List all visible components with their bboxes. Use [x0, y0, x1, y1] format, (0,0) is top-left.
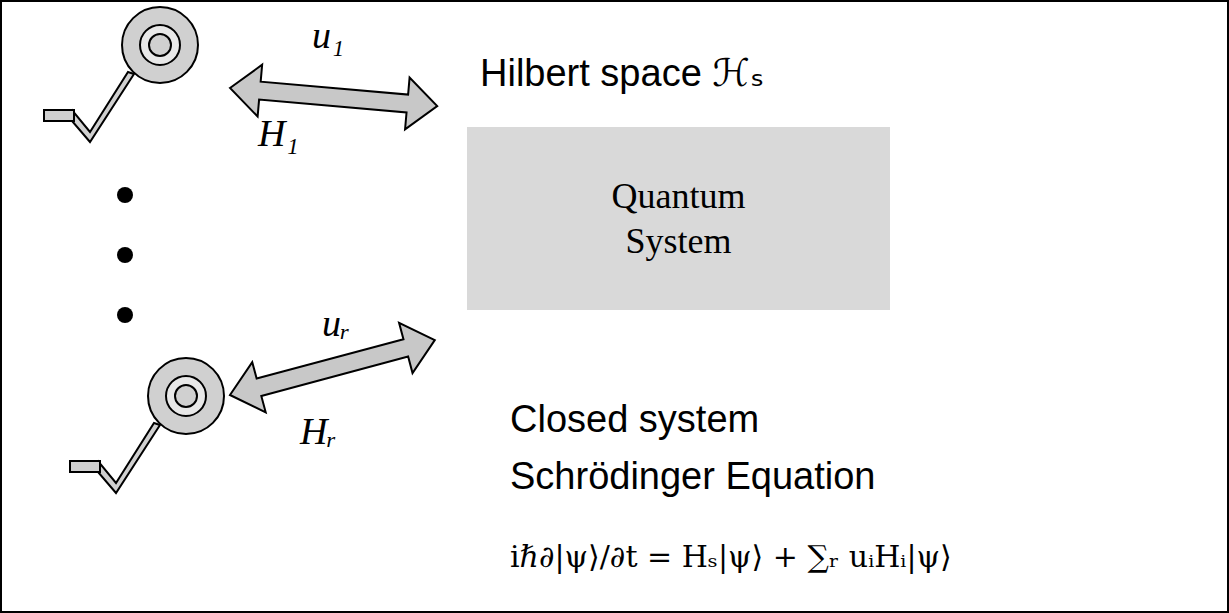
system-box: Quantum System — [467, 127, 890, 310]
space-label: Hilbert space ℋₛ — [480, 52, 764, 96]
actuator-icon — [44, 7, 198, 142]
hamiltonian-label: H₁ — [258, 112, 299, 156]
schrodinger-equation: iℏ∂|ψ⟩/∂t = Hₛ|ψ⟩ + ∑ᵣ uᵢHᵢ|ψ⟩ — [510, 540, 952, 575]
control-label: uᵣ — [322, 302, 350, 346]
hamiltonian-label: Hᵣ — [300, 410, 337, 454]
system-note: Schrödinger Equation — [510, 455, 875, 499]
actuator-icon — [70, 358, 224, 493]
system-note: Closed system — [510, 398, 759, 442]
control-label: u₁ — [312, 14, 344, 58]
node-text: Quantum System — [579, 174, 779, 264]
ellipsis-dots — [117, 187, 133, 323]
